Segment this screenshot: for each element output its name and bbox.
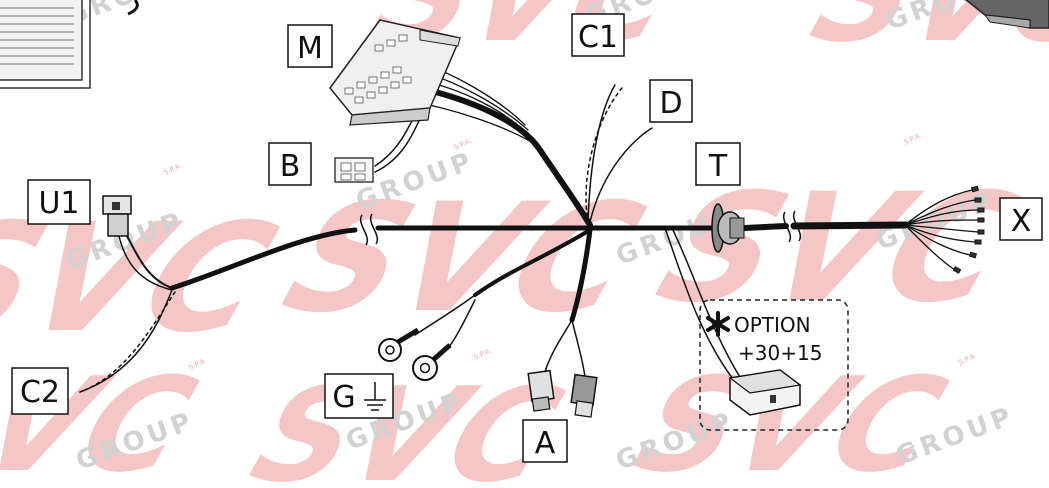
svg-text:SVC: SVC [264, 171, 662, 346]
label-b: B [268, 142, 312, 186]
ground-icon-label [364, 382, 386, 411]
label-a: A [522, 419, 568, 463]
wire-option [664, 227, 741, 389]
svg-text:S.P.A.: S.P.A. [162, 162, 183, 177]
wire-g-main [473, 228, 592, 297]
option-relay-connector [728, 369, 802, 416]
connector-a-left [527, 369, 555, 412]
wire-g-lug1 [414, 294, 476, 336]
ring-lug-2 [412, 343, 452, 381]
wire-a-left [544, 319, 573, 373]
wire-a-main [569, 227, 593, 323]
svg-text:SVC: SVC [618, 349, 963, 484]
option-box: OPTION +30+15 [699, 299, 849, 431]
label-boxes: M C1 D B T U1 X C2 [11, 13, 1043, 463]
option-star-icon [706, 311, 730, 337]
connector-a-right [570, 373, 598, 418]
wire-u1 [124, 231, 173, 289]
connector-m [329, 19, 462, 126]
grommet-t [711, 203, 745, 253]
top-right-device [965, 0, 1049, 29]
wire-a-right [571, 319, 586, 379]
connector-b [334, 157, 374, 183]
svg-text:B: B [280, 149, 301, 184]
connector-u1 [102, 195, 132, 237]
svg-text:A: A [535, 426, 556, 461]
ring-lug-1 [378, 327, 420, 362]
top-left-device [0, 0, 91, 89]
harness-wires [79, 59, 979, 393]
svg-text:X: X [1011, 204, 1032, 239]
label-g: G [324, 373, 394, 419]
main-trunk-after-grommet [742, 223, 789, 231]
wire-u1-b [117, 231, 173, 291]
wire-x-fan [904, 189, 979, 271]
svg-text:U1: U1 [38, 186, 79, 221]
main-trunk-left [169, 227, 358, 291]
label-x: X [999, 197, 1043, 241]
label-t: T [695, 142, 741, 186]
label-d: D [649, 79, 693, 123]
label-u1: U1 [27, 179, 91, 225]
svg-text:M: M [297, 31, 323, 66]
svg-text:S.P.A.: S.P.A. [902, 132, 923, 147]
wire-d [589, 127, 653, 223]
svg-text:G: G [332, 380, 355, 415]
svg-text:C1: C1 [578, 20, 618, 55]
option-voltage: +30+15 [738, 341, 822, 365]
top-left-cable-stub [127, 0, 139, 16]
svg-text:SVC: SVC [638, 161, 1036, 336]
main-trunk-end [790, 221, 909, 230]
svg-text:T: T [708, 149, 728, 184]
svg-text:C2: C2 [20, 375, 60, 410]
label-c1: C1 [571, 13, 625, 57]
x-terminals [952, 185, 985, 274]
label-c2: C2 [11, 367, 69, 415]
option-text: OPTION [734, 313, 811, 337]
svg-text:SVC: SVC [234, 359, 579, 484]
wire-c1-twisted [587, 84, 616, 223]
svg-text:D: D [659, 86, 682, 121]
label-m: M [287, 24, 333, 68]
cable-break-marks [359, 210, 802, 246]
